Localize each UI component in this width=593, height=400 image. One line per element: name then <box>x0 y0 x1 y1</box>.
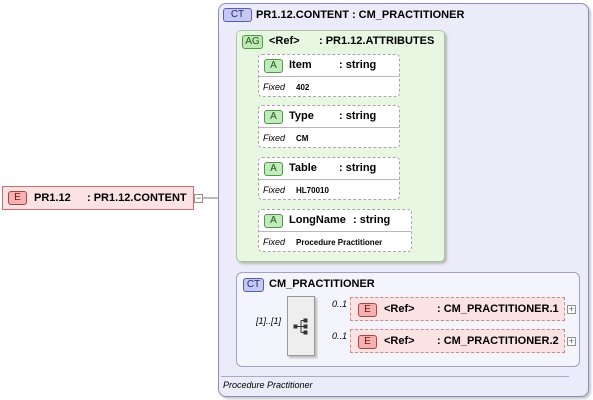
fixed-label: Fixed <box>263 185 286 195</box>
ag-badge-icon: AG <box>242 35 263 49</box>
attribute-name: Item <box>289 59 312 71</box>
attribute-type: : string <box>339 110 377 122</box>
root-element-box[interactable]: E PR1.12 : PR1.12.CONTENT <box>2 186 194 210</box>
root-element-type: : PR1.12.CONTENT <box>87 192 187 204</box>
root-element-name: PR1.12 <box>34 192 71 204</box>
attribute-badge-icon: A <box>264 162 283 176</box>
child-ref: <Ref> <box>384 335 415 347</box>
sequence-icon <box>293 318 308 335</box>
attribute-name: Table <box>289 162 317 174</box>
child-multiplicity: 0..1 <box>332 299 348 309</box>
element-badge-icon: E <box>8 191 27 205</box>
attribute-badge-icon: A <box>264 214 283 228</box>
attribute-item[interactable]: A Item : string Fixed 402 <box>258 54 400 97</box>
content-type-title: PR1.12.CONTENT : CM_PRACTITIONER <box>256 9 465 21</box>
expand-toggle-icon[interactable]: + <box>567 336 576 346</box>
attribute-group-type: : PR1.12.ATTRIBUTES <box>319 35 435 47</box>
attribute-type: : string <box>353 214 391 226</box>
attribute-type: : string <box>339 59 377 71</box>
annotation-text: Procedure Practitioner <box>223 380 313 390</box>
fixed-value: HL70010 <box>296 186 329 195</box>
attribute-badge-icon: A <box>264 59 283 73</box>
child-multiplicity: 0..1 <box>332 331 348 341</box>
attribute-badge-icon: A <box>264 110 283 124</box>
attribute-name: Type <box>289 110 314 122</box>
child-ref: <Ref> <box>384 303 415 315</box>
sequence-multiplicity: [1]..[1] <box>256 316 282 326</box>
child-element-1[interactable]: E <Ref> : CM_PRACTITIONER.1 <box>350 297 565 321</box>
child-element-2[interactable]: E <Ref> : CM_PRACTITIONER.2 <box>350 329 565 353</box>
attribute-group-ref: <Ref> <box>269 35 300 47</box>
fixed-value: CM <box>296 134 309 143</box>
attribute-type-box[interactable]: A Type : string Fixed CM <box>258 105 400 148</box>
expand-toggle-icon[interactable]: + <box>567 304 576 314</box>
fixed-label: Fixed <box>263 82 286 92</box>
ct-badge-icon: CT <box>243 278 264 292</box>
element-badge-icon: E <box>358 303 377 317</box>
ct-badge-icon: CT <box>223 8 252 22</box>
complex-type-title: CM_PRACTITIONER <box>269 278 375 290</box>
fixed-label: Fixed <box>263 237 286 247</box>
attribute-type: : string <box>339 162 377 174</box>
sequence-compositor[interactable] <box>287 296 315 356</box>
attribute-table-box[interactable]: A Table : string Fixed HL70010 <box>258 157 400 200</box>
fixed-label: Fixed <box>263 133 286 143</box>
child-type: : CM_PRACTITIONER.1 <box>437 303 559 315</box>
fixed-value: Procedure Practitioner <box>296 238 383 247</box>
attribute-name: LongName <box>289 214 346 226</box>
child-type: : CM_PRACTITIONER.2 <box>437 335 559 347</box>
collapse-toggle-icon[interactable]: − <box>194 193 203 203</box>
fixed-value: 402 <box>296 83 310 92</box>
attribute-longname-box[interactable]: A LongName : string Fixed Procedure Prac… <box>258 209 412 252</box>
element-badge-icon: E <box>358 335 377 349</box>
